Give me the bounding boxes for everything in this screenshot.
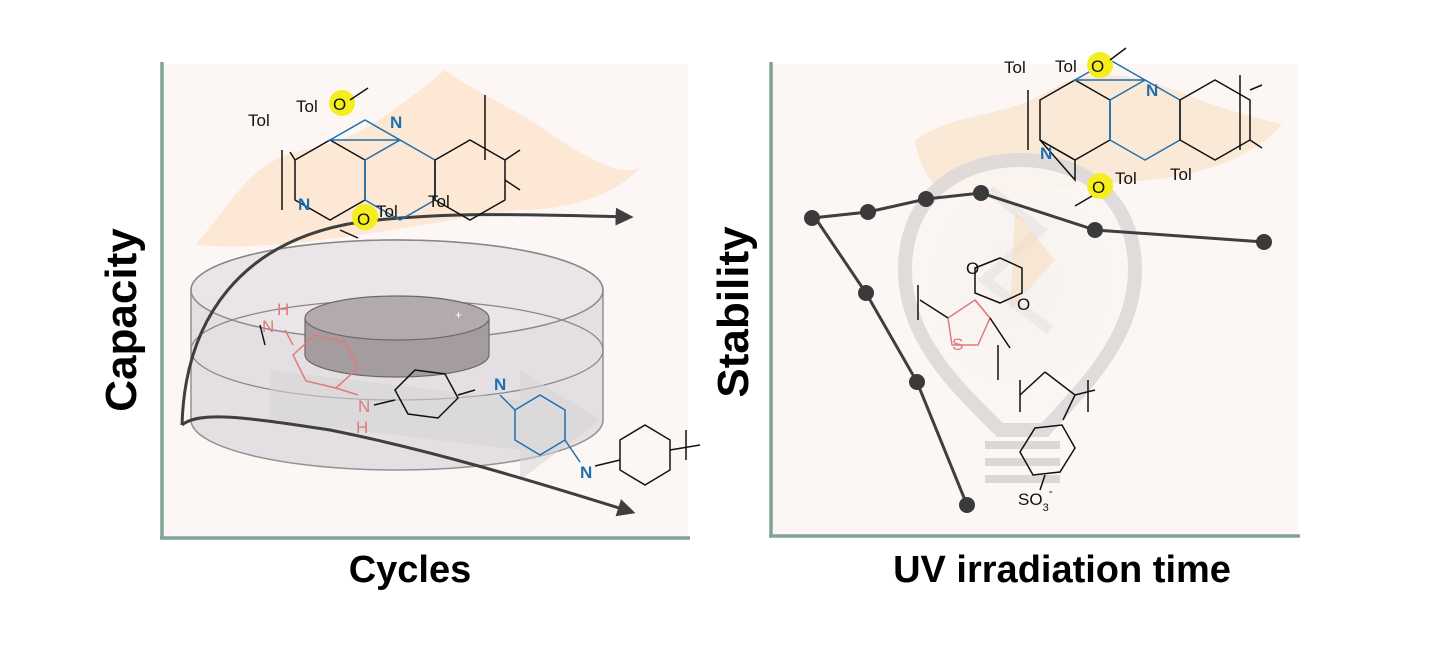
left-arrow-decoration bbox=[270, 370, 600, 480]
right-tol-label-3: Tol bbox=[1115, 169, 1137, 188]
left-tol-label-1: Tol bbox=[248, 111, 270, 130]
pani-nh-lower-n: N bbox=[358, 397, 370, 416]
right-top-molecule bbox=[1027, 47, 1263, 207]
pss-sulfonate-charge: - bbox=[1049, 484, 1053, 498]
right-tol-label-2: Tol bbox=[1055, 57, 1077, 76]
right-panel: O O N N Tol Tol Tol Tol O O S bbox=[709, 47, 1300, 591]
stability-point bbox=[1256, 234, 1272, 250]
bulb-icon bbox=[897, 152, 1143, 483]
right-n-atom-lower: N bbox=[1040, 144, 1052, 163]
stability-point bbox=[918, 191, 934, 207]
pani-nh-lower-h: H bbox=[356, 418, 368, 437]
right-n-atom-upper: N bbox=[1146, 81, 1158, 100]
stability-point bbox=[909, 374, 925, 390]
left-n-atom-lower: N bbox=[298, 195, 310, 214]
right-o-atom-bottom: O bbox=[1092, 178, 1105, 197]
pedot-s-atom: S bbox=[952, 335, 963, 354]
pedot-molecule bbox=[917, 257, 1023, 380]
left-n-atom-upper: N bbox=[390, 113, 402, 132]
left-y-axis-title: Capacity bbox=[97, 228, 146, 412]
left-o-atom-bottom: O bbox=[357, 210, 370, 229]
left-panel: + O O N N Tol Tol bbox=[97, 62, 701, 591]
right-tol-label-4: Tol bbox=[1170, 165, 1192, 184]
pedot-o-atom-2: O bbox=[1017, 295, 1030, 314]
right-o-atom-top: O bbox=[1091, 57, 1104, 76]
left-o-atom-top: O bbox=[333, 95, 346, 114]
stability-point bbox=[804, 210, 820, 226]
right-tol-label-1: Tol bbox=[1004, 58, 1026, 77]
pedot-labels: O O S bbox=[952, 259, 1030, 354]
stability-point bbox=[973, 185, 989, 201]
left-tol-label-3: Tol bbox=[376, 202, 398, 221]
left-top-molecule-labels: O O N N Tol Tol Tol Tol bbox=[248, 95, 450, 229]
capacity-declining-curve bbox=[181, 415, 636, 517]
pani-nh-upper-h: H bbox=[277, 300, 289, 319]
left-x-axis-title: Cycles bbox=[349, 549, 472, 591]
pss-sulfonate-subscript: 3 bbox=[1043, 502, 1049, 514]
pani-imine-n-1: N bbox=[494, 375, 506, 394]
right-x-axis-title: UV irradiation time bbox=[893, 549, 1231, 591]
left-top-molecule bbox=[281, 87, 521, 239]
stability-series-1 bbox=[804, 185, 1272, 250]
pss-molecule bbox=[1019, 371, 1096, 491]
right-top-molecule-labels: O O N N Tol Tol Tol Tol bbox=[1004, 57, 1192, 197]
stability-point bbox=[860, 204, 876, 220]
left-tol-label-2: Tol bbox=[296, 97, 318, 116]
svg-text:+: + bbox=[455, 308, 462, 322]
pss-labels: SO3- bbox=[1018, 484, 1053, 514]
left-bottom-molecule-labels: N H N H N N bbox=[262, 300, 592, 482]
pedot-o-atom-1: O bbox=[966, 259, 979, 278]
pani-nh-upper-n: N bbox=[262, 317, 274, 336]
left-flame-decoration bbox=[195, 70, 640, 247]
pss-sulfonate: SO3- bbox=[1018, 484, 1053, 514]
left-tol-label-4: Tol bbox=[428, 192, 450, 211]
stability-point bbox=[858, 285, 874, 301]
left-bottom-molecule bbox=[259, 324, 701, 486]
stability-point bbox=[959, 497, 975, 513]
right-y-axis-title: Stability bbox=[709, 226, 758, 398]
stability-point bbox=[1087, 222, 1103, 238]
pani-imine-n-2: N bbox=[580, 463, 592, 482]
stability-series-2 bbox=[816, 221, 975, 513]
